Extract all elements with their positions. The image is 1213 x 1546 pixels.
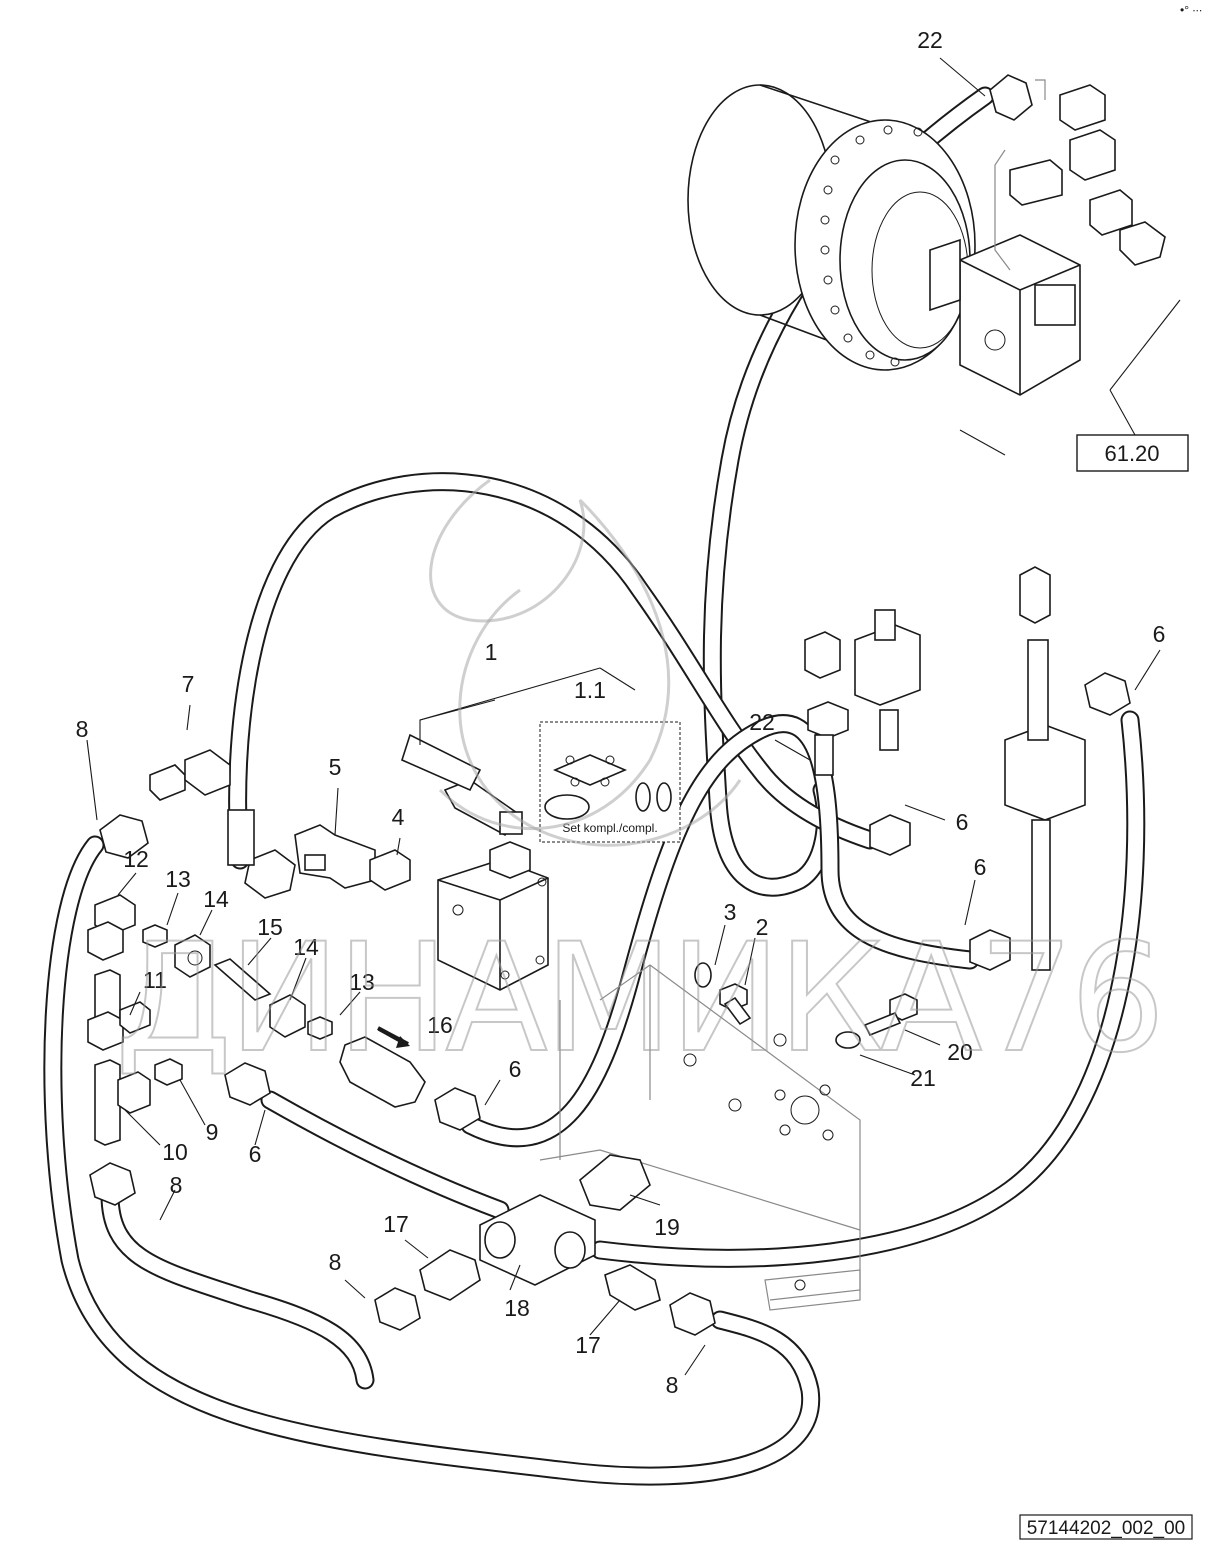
callout-15: 15 bbox=[257, 914, 283, 940]
watermark: ДИНАМИКА76 bbox=[114, 478, 1166, 1087]
corner-mark: •° ∙∙∙ bbox=[1180, 3, 1202, 17]
seal-kit-box: Set kompl./compl. bbox=[539, 721, 681, 843]
bolt-circle bbox=[820, 125, 923, 367]
callout-17-right: 17 bbox=[575, 1332, 601, 1358]
callout-4: 4 bbox=[392, 804, 405, 830]
callout-22-middle: 22 bbox=[749, 709, 775, 735]
leader-lines bbox=[86, 57, 1161, 1376]
callout-10: 10 bbox=[162, 1139, 188, 1165]
callout-6-loop: 6 bbox=[509, 1056, 522, 1082]
watermark-text: ДИНАМИКА76 bbox=[115, 912, 1161, 1086]
callout-11: 11 bbox=[143, 967, 167, 993]
callout-8-middle-left: 8 bbox=[170, 1172, 183, 1198]
callout-18: 18 bbox=[504, 1295, 530, 1321]
reference-label: 61.20 bbox=[1104, 441, 1159, 466]
reference-box: 61.20 bbox=[1076, 434, 1189, 472]
callout-14-top: 14 bbox=[203, 886, 229, 912]
hose-lines bbox=[43, 86, 1146, 1486]
callout-21: 21 bbox=[910, 1065, 936, 1091]
callout-13-bottom: 13 bbox=[349, 969, 375, 995]
callout-labels: 22 1 1.1 7 8 5 4 22 6 6 6 12 13 14 3 2 1… bbox=[76, 27, 1166, 1398]
callout-13-top: 13 bbox=[165, 866, 191, 892]
callout-6-right: 6 bbox=[974, 854, 987, 880]
callout-6-top-right: 6 bbox=[1153, 621, 1166, 647]
callout-16: 16 bbox=[427, 1012, 453, 1038]
callout-20: 20 bbox=[947, 1039, 973, 1065]
callout-8-top-left: 8 bbox=[76, 716, 89, 742]
callout-6-valve: 6 bbox=[956, 809, 969, 835]
drawing-code-box: 57144202_002_00 bbox=[1019, 1514, 1193, 1540]
seal-kit-label: Set kompl./compl. bbox=[562, 821, 657, 835]
callout-1: 1 bbox=[485, 639, 498, 665]
callout-5: 5 bbox=[329, 754, 342, 780]
callout-7: 7 bbox=[182, 671, 195, 697]
mounting-plate bbox=[539, 964, 861, 1311]
callout-3: 3 bbox=[724, 899, 737, 925]
callout-8-bottom-right: 8 bbox=[666, 1372, 679, 1398]
drawing-code: 57144202_002_00 bbox=[1027, 1518, 1186, 1539]
callout-2: 2 bbox=[756, 914, 769, 940]
callout-22-top: 22 bbox=[917, 27, 943, 53]
callout-17-left: 17 bbox=[383, 1211, 409, 1237]
callout-1-1: 1.1 bbox=[574, 677, 606, 703]
callout-14-bottom: 14 bbox=[293, 934, 319, 960]
callout-12: 12 bbox=[123, 846, 149, 872]
callout-19: 19 bbox=[654, 1214, 680, 1240]
callout-9: 9 bbox=[206, 1119, 219, 1145]
fittings bbox=[87, 566, 1131, 1336]
callout-8-bottom: 8 bbox=[329, 1249, 342, 1275]
callout-6-left: 6 bbox=[249, 1141, 262, 1167]
travel-motor-assembly bbox=[687, 74, 1181, 456]
control-valve bbox=[401, 667, 636, 991]
